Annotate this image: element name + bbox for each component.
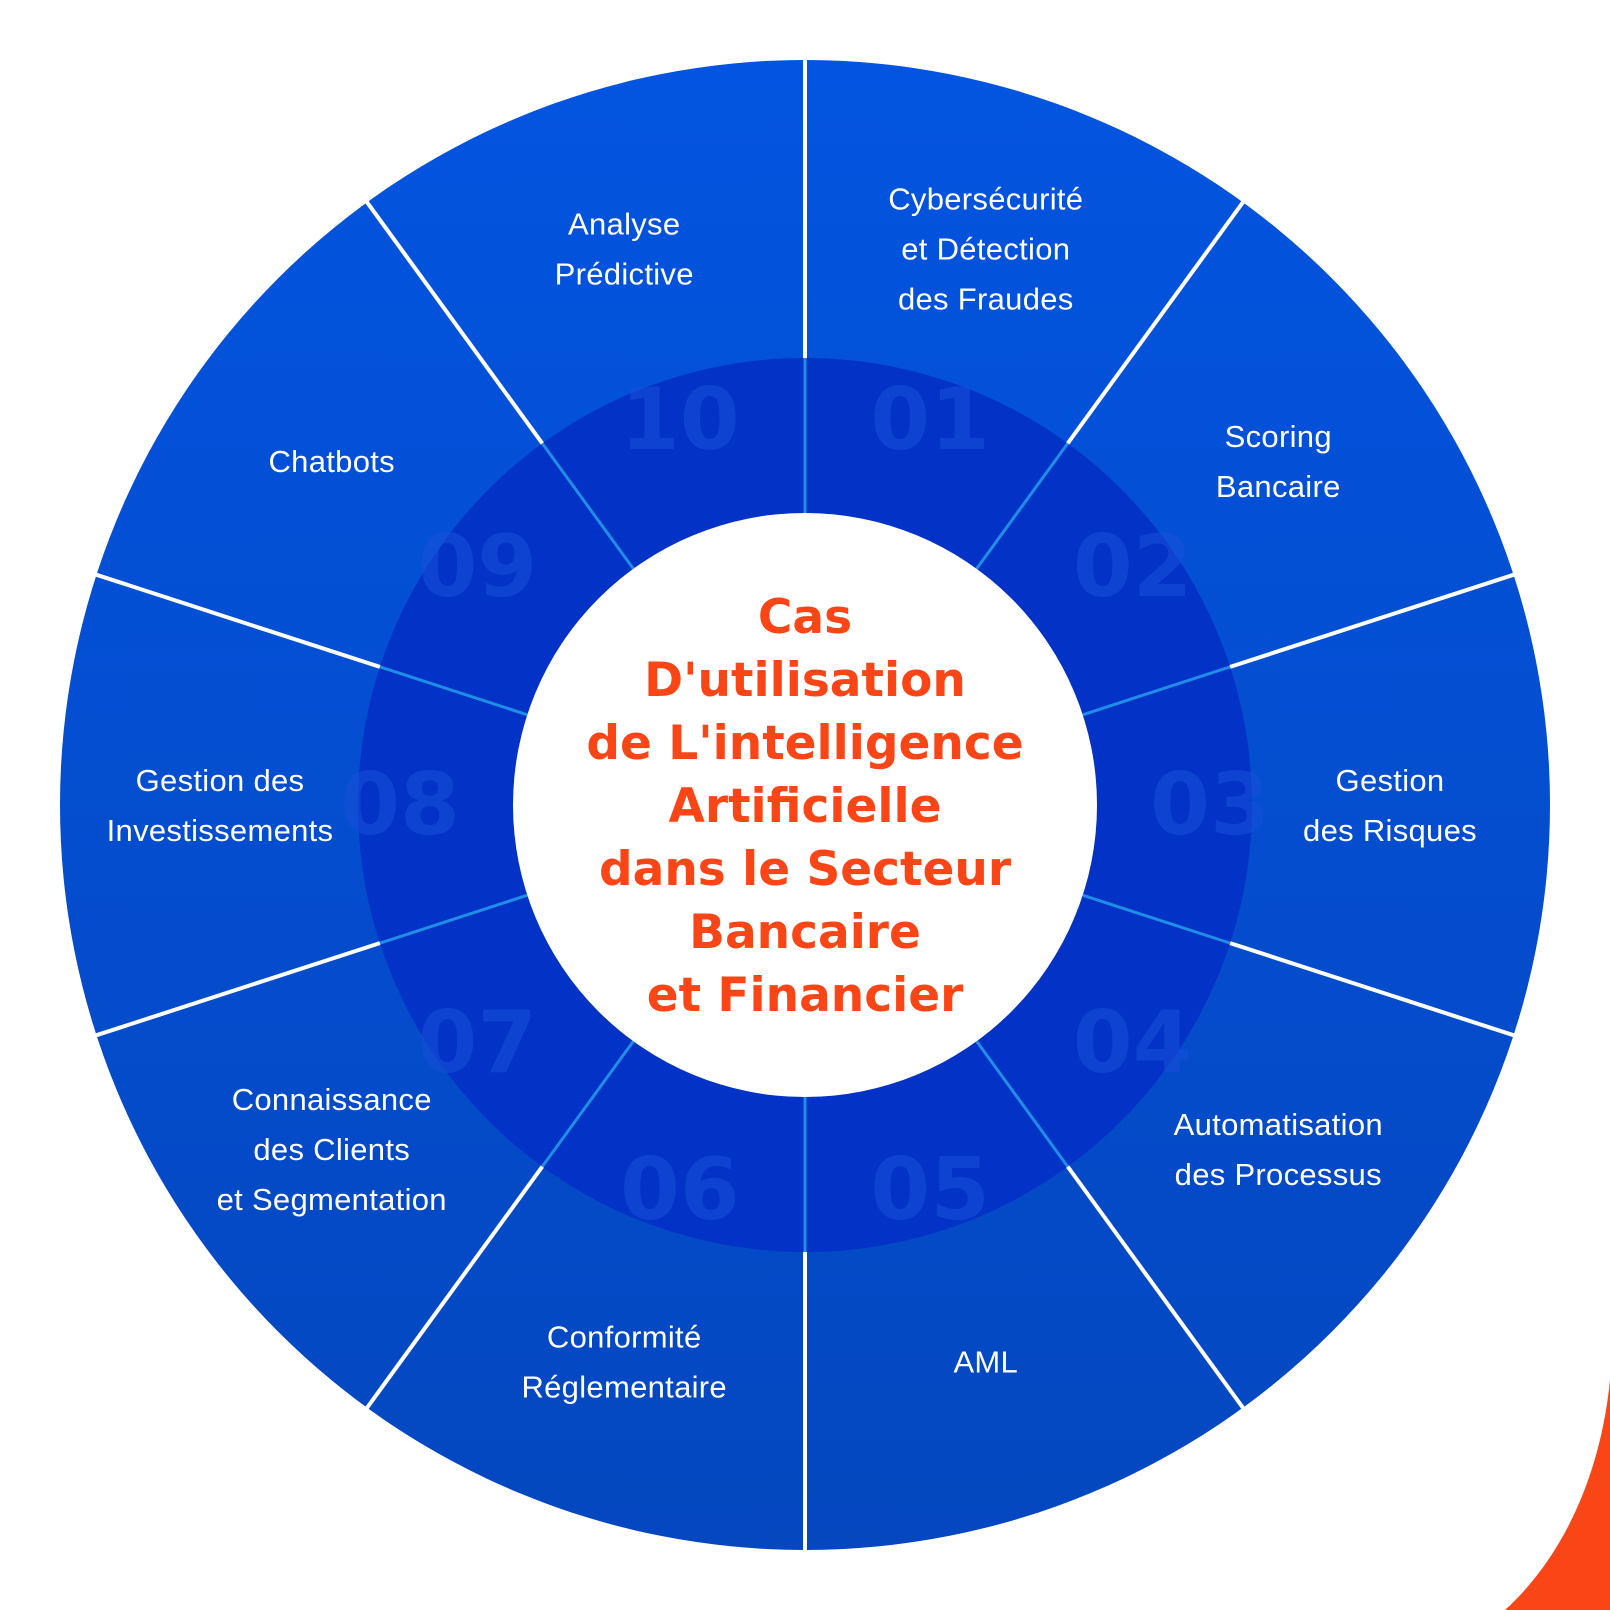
outer-divider	[1066, 199, 1246, 445]
segment-label-05: AML	[953, 1344, 1018, 1379]
inner-divider	[1082, 893, 1231, 945]
segment-labels: Cybersécurité et Détection des FraudesScor…	[107, 182, 1477, 1405]
segment-label-line: Prédictive	[555, 257, 694, 292]
segment-number-10: 10	[620, 370, 740, 470]
segment-number-09: 09	[418, 517, 538, 617]
center-title-line: et Financier	[647, 968, 964, 1023]
segment-label-line: et Détection	[901, 232, 1070, 267]
segment-label-line: AML	[953, 1344, 1018, 1379]
outer-divider	[1229, 572, 1517, 669]
segment-label-07: Connaissance des Clients et Segmentation	[217, 1082, 447, 1217]
segment-number-05: 05	[870, 1140, 990, 1240]
segment-label-line: et Segmentation	[217, 1182, 447, 1217]
center-title-line: Bancaire	[689, 905, 921, 960]
segment-label-line: Bancaire	[1216, 469, 1341, 504]
inner-divider	[541, 1040, 635, 1168]
segment-label-line: Conformité	[547, 1319, 702, 1354]
outer-divider	[1066, 1165, 1246, 1411]
segment-number-01: 01	[870, 370, 990, 470]
inner-divider	[975, 1040, 1069, 1168]
center-title-line: Cas	[758, 590, 852, 645]
segment-label-line: Réglementaire	[521, 1369, 727, 1404]
inner-divider	[975, 442, 1069, 570]
segment-label-line: des Fraudes	[898, 282, 1074, 317]
center-disc	[513, 513, 1097, 1097]
segment-numbers: 01 02 03 04 05 06 07 08 09 10	[340, 370, 1270, 1240]
segment-number-02: 02	[1073, 517, 1193, 617]
segment-label-line: Investissements	[107, 813, 334, 848]
segment-label-01: Cybersécurité et Détection des Fraudes	[888, 182, 1083, 317]
segment-number-04: 04	[1073, 993, 1193, 1093]
segment-label-line: Chatbots	[268, 444, 394, 479]
segment-number-07: 07	[418, 993, 538, 1093]
inner-divider	[379, 665, 528, 717]
segment-label-line: Gestion des	[136, 763, 305, 798]
inner-divider	[541, 442, 635, 570]
segment-label-line: Analyse	[568, 207, 680, 242]
segment-label-line: Connaissance	[232, 1082, 432, 1117]
center-title-line: dans le Secteur	[599, 842, 1012, 897]
segment-label-line: des Clients	[253, 1132, 410, 1167]
inner-divider	[1082, 665, 1231, 717]
inner-divider	[379, 893, 528, 945]
segment-label-line: Gestion	[1336, 763, 1445, 798]
segment-label-line: Automatisation	[1174, 1107, 1383, 1142]
segment-label-09: Chatbots	[268, 444, 394, 479]
segment-dividers	[93, 58, 1517, 1552]
segment-label-04: Automatisation des Processus	[1174, 1107, 1383, 1192]
outer-divider	[364, 199, 544, 445]
segment-label-line: Scoring	[1225, 419, 1332, 454]
outer-divider	[1229, 941, 1517, 1038]
segment-number-06: 06	[620, 1140, 740, 1240]
segment-label-line: Cybersécurité	[888, 182, 1083, 217]
outer-divider	[93, 572, 381, 669]
center-title-line: de L'intelligence	[586, 716, 1023, 771]
center-title-line: Artificielle	[669, 779, 942, 834]
segment-number-03: 03	[1150, 755, 1270, 855]
outer-divider	[93, 941, 381, 1038]
segment-number-08: 08	[340, 755, 460, 855]
segment-label-03: Gestion des Risques	[1303, 763, 1477, 848]
orange-corner-accent	[1505, 1380, 1610, 1610]
segment-label-line: des Processus	[1175, 1157, 1382, 1192]
segment-label-line: des Risques	[1303, 813, 1477, 848]
outer-divider	[364, 1165, 544, 1411]
center-title-line: D'utilisation	[644, 653, 966, 708]
